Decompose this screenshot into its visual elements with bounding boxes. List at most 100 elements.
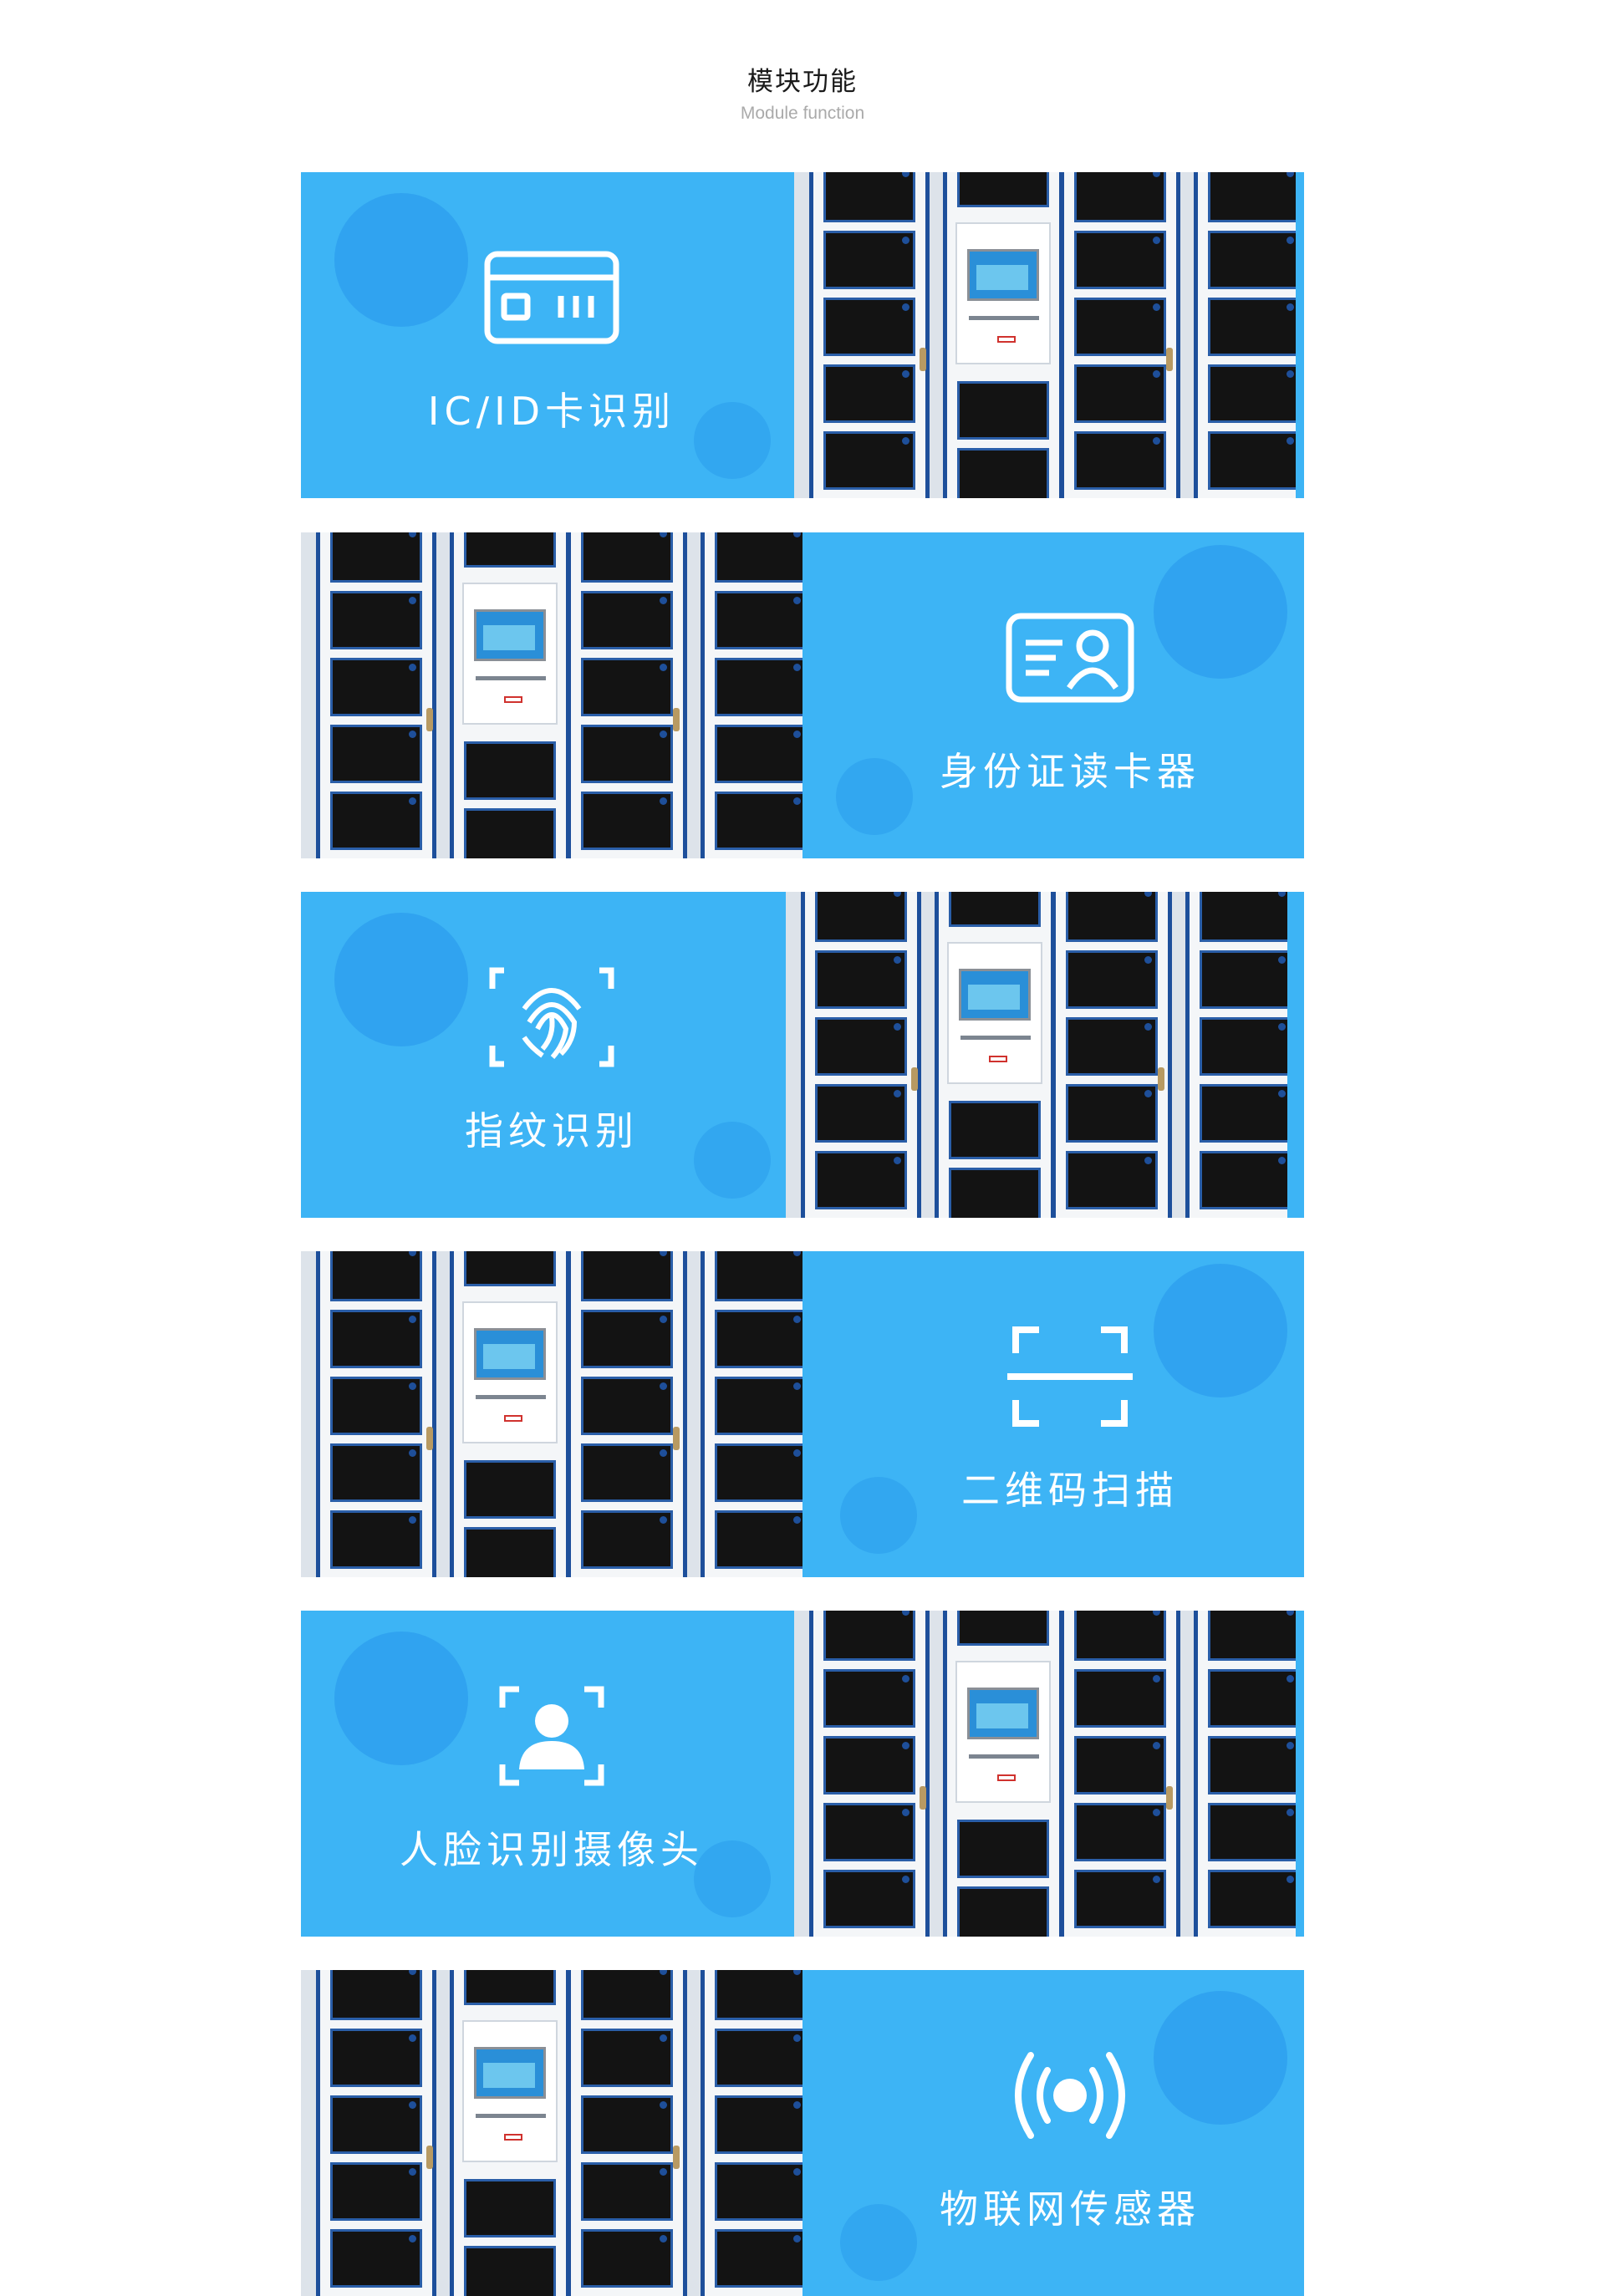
door-indicator <box>894 892 901 897</box>
locker-door <box>1074 431 1166 490</box>
door-indicator <box>793 1316 801 1323</box>
page-subtitle: Module function <box>740 104 865 123</box>
door-indicator <box>894 1090 901 1097</box>
cabinet-handle <box>673 2146 680 2169</box>
door-indicator <box>660 2235 667 2243</box>
door-indicator <box>409 1970 416 1975</box>
door-indicator <box>793 797 801 805</box>
locker-door <box>957 1820 1049 1878</box>
locker-door <box>957 1886 1049 1937</box>
door-indicator <box>1287 237 1294 244</box>
locker-door <box>1208 1736 1296 1795</box>
door-indicator <box>409 1516 416 1524</box>
locker-door <box>330 2162 422 2221</box>
locker-door <box>957 381 1049 440</box>
locker-column <box>450 1970 570 2296</box>
decor-circle <box>840 2204 917 2281</box>
door-indicator <box>1144 1090 1152 1097</box>
locker-door <box>957 172 1049 207</box>
door-indicator <box>902 172 910 177</box>
locker-door <box>581 658 673 716</box>
locker-door <box>581 1377 673 1435</box>
cabinet-handle <box>1166 348 1173 371</box>
kiosk-panel <box>955 222 1051 364</box>
locker-door <box>330 1510 422 1569</box>
locker-door <box>715 725 802 783</box>
door-indicator <box>1144 1023 1152 1031</box>
locker-door <box>815 892 907 942</box>
decor-circle <box>334 1632 468 1765</box>
door-indicator <box>409 1251 416 1256</box>
qr-scan-icon <box>1007 1326 1133 1427</box>
locker-column <box>935 892 1055 1218</box>
locker-door <box>715 1310 802 1368</box>
kiosk-panel <box>947 942 1042 1084</box>
door-indicator <box>894 956 901 964</box>
keypad-strip <box>960 1036 1031 1040</box>
door-indicator <box>1153 172 1160 177</box>
module-banner-id-card-reader: 身份证读卡器 <box>301 532 1304 858</box>
door-indicator <box>660 1516 667 1524</box>
id-card-icon <box>1006 613 1134 703</box>
screen-content <box>976 265 1028 290</box>
feature-label: 人脸识别摄像头 <box>400 1827 704 1872</box>
door-indicator <box>660 1316 667 1323</box>
door-indicator <box>1153 1611 1160 1616</box>
door-indicator <box>793 1970 801 1975</box>
locker-door <box>464 2179 556 2237</box>
locker-door <box>949 1101 1041 1159</box>
kiosk-panel <box>955 1661 1051 1803</box>
door-indicator <box>1287 1876 1294 1883</box>
kiosk-panel <box>462 583 558 725</box>
door-indicator <box>902 370 910 378</box>
keypad-strip <box>969 1754 1039 1759</box>
decor-circle <box>694 1122 771 1199</box>
cabinet-handle <box>673 1427 680 1450</box>
locker-door <box>823 1803 915 1861</box>
locker-door <box>330 658 422 716</box>
feature-label: 物联网传感器 <box>940 2187 1200 2232</box>
fingerprint-icon <box>489 967 614 1067</box>
locker-door <box>330 1377 422 1435</box>
locker-door <box>1074 1803 1166 1861</box>
locker-door <box>1208 231 1296 289</box>
door-indicator <box>1278 1090 1286 1097</box>
locker-door <box>1200 1017 1287 1076</box>
door-indicator <box>660 1449 667 1457</box>
reader-slot <box>997 336 1016 343</box>
card-icon <box>484 251 619 344</box>
locker-door <box>823 172 915 222</box>
locker-column <box>1194 1611 1296 1937</box>
locker-door <box>1066 1084 1158 1143</box>
locker-cabinet-image <box>301 1970 802 2296</box>
locker-door <box>823 1669 915 1728</box>
locker-door <box>1208 1803 1296 1861</box>
locker-door <box>1200 950 1287 1009</box>
locker-door <box>464 1970 556 2005</box>
door-indicator <box>793 2235 801 2243</box>
locker-door <box>464 1460 556 1519</box>
locker-door <box>330 2095 422 2154</box>
door-indicator <box>409 1449 416 1457</box>
door-indicator <box>793 2034 801 2042</box>
screen-content <box>976 1703 1028 1728</box>
locker-column <box>943 172 1063 498</box>
screen-content <box>483 2063 535 2088</box>
locker-door <box>581 1510 673 1569</box>
locker-door <box>949 1168 1041 1218</box>
cabinet-handle <box>920 348 926 371</box>
locker-door <box>581 2029 673 2087</box>
door-indicator <box>409 2168 416 2176</box>
locker-door <box>330 792 422 850</box>
decor-circle <box>1154 545 1287 679</box>
locker-door <box>581 725 673 783</box>
door-indicator <box>1287 1611 1294 1616</box>
door-indicator <box>1153 303 1160 311</box>
locker-column <box>1060 172 1180 498</box>
door-indicator <box>1278 892 1286 897</box>
door-indicator <box>902 303 910 311</box>
locker-door <box>330 1251 422 1301</box>
door-indicator <box>1287 370 1294 378</box>
reader-slot <box>504 1415 522 1422</box>
door-indicator <box>894 1157 901 1164</box>
